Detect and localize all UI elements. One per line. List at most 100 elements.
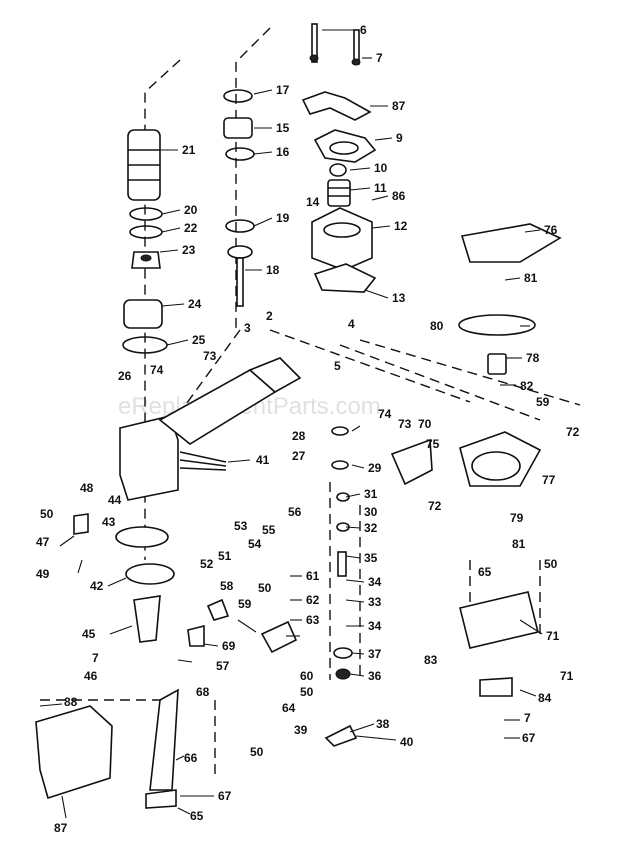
part-label: 24 [188, 297, 202, 311]
part-label: 34 [368, 575, 382, 589]
part-label: 67 [218, 789, 232, 803]
part-label: 3 [244, 321, 251, 335]
part-label: 7 [92, 651, 99, 665]
part-label: 74 [150, 363, 164, 377]
magazine-assembly [390, 223, 562, 697]
part-label: 50 [300, 685, 314, 699]
part-label: 13 [392, 291, 406, 305]
part-label: 46 [84, 669, 98, 683]
part-label: 15 [276, 121, 290, 135]
valve-stack-assembly [223, 89, 255, 307]
part-label: 73 [398, 417, 412, 431]
part-label: 57 [216, 659, 230, 673]
part-label: 31 [364, 487, 378, 501]
part-label: 10 [374, 161, 388, 175]
part-label: 6 [360, 23, 367, 37]
part-label: 38 [376, 717, 390, 731]
part-label: 81 [524, 271, 538, 285]
part-label: 44 [108, 493, 122, 507]
part-label: 63 [306, 613, 320, 627]
part-label: 11 [374, 181, 387, 195]
part-label: 53 [234, 519, 248, 533]
part-label: 23 [182, 243, 196, 257]
part-label: 58 [220, 579, 234, 593]
part-label: 33 [368, 595, 382, 609]
part-label: 75 [426, 437, 440, 451]
piston-stack-assembly [122, 129, 168, 354]
part-label: 34 [368, 619, 382, 633]
part-label: 18 [266, 263, 280, 277]
part-label: 82 [520, 379, 534, 393]
part-label: 88 [64, 695, 78, 709]
part-label: 72 [566, 425, 580, 439]
part-label: 71 [560, 669, 574, 683]
part-label: 40 [400, 735, 414, 749]
part-label: 50 [250, 745, 264, 759]
part-label: 39 [294, 723, 308, 737]
part-label: 41 [256, 453, 270, 467]
part-label: 50 [40, 507, 54, 521]
leader-lines [39, 29, 543, 819]
part-label: 81 [512, 537, 526, 551]
part-label: 52 [200, 557, 214, 571]
part-label: 45 [82, 627, 96, 641]
part-label: 80 [430, 319, 444, 333]
part-label: 65 [190, 809, 204, 823]
part-label: 7 [524, 711, 531, 725]
part-label: 43 [102, 515, 116, 529]
part-label: 74 [378, 407, 392, 421]
part-label: 25 [192, 333, 206, 347]
part-label: 84 [538, 691, 552, 705]
part-labels: 6 7 87 9 10 11 86 12 13 14 17 15 16 19 1… [36, 23, 580, 835]
cylinder-head-assembly [301, 23, 377, 293]
part-label: 59 [536, 395, 550, 409]
part-label: 30 [364, 505, 378, 519]
part-label: 60 [300, 669, 314, 683]
part-label: 35 [364, 551, 378, 565]
part-label: 12 [394, 219, 408, 233]
part-label: 55 [262, 523, 276, 537]
part-label: 77 [542, 473, 556, 487]
part-label: 20 [184, 203, 198, 217]
part-label: 66 [184, 751, 198, 765]
part-label: 42 [90, 579, 104, 593]
part-label: 4 [348, 317, 355, 331]
part-label: 51 [218, 549, 232, 563]
part-label: 68 [196, 685, 210, 699]
part-label: 16 [276, 145, 290, 159]
part-label: 22 [184, 221, 198, 235]
trigger-and-valve-parts [206, 426, 358, 747]
part-label: 32 [364, 521, 378, 535]
part-label: 50 [258, 581, 272, 595]
part-label: 28 [292, 429, 306, 443]
part-label: 29 [368, 461, 382, 475]
part-label: 14 [306, 195, 320, 209]
part-label: 61 [306, 569, 320, 583]
part-label: 71 [546, 629, 560, 643]
part-label: 5 [334, 359, 341, 373]
part-label: 27 [292, 449, 306, 463]
part-label: 67 [522, 731, 536, 745]
part-label: 76 [544, 223, 558, 237]
part-label: 59 [238, 597, 252, 611]
part-label: 64 [282, 701, 296, 715]
part-label: 37 [368, 647, 382, 661]
part-label: 83 [424, 653, 438, 667]
main-housing [119, 357, 302, 501]
part-label: 72 [428, 499, 442, 513]
part-label: 7 [376, 51, 383, 65]
part-label: 69 [222, 639, 236, 653]
nose-assembly [35, 513, 205, 809]
part-label: 50 [544, 557, 558, 571]
part-label: 47 [36, 535, 50, 549]
part-label: 26 [118, 369, 132, 383]
part-label: 49 [36, 567, 50, 581]
part-label: 62 [306, 593, 320, 607]
part-label: 86 [392, 189, 406, 203]
part-label: 56 [288, 505, 302, 519]
part-label: 48 [80, 481, 94, 495]
part-label: 70 [418, 417, 432, 431]
part-label: 87 [392, 99, 406, 113]
part-label: 87 [54, 821, 68, 835]
